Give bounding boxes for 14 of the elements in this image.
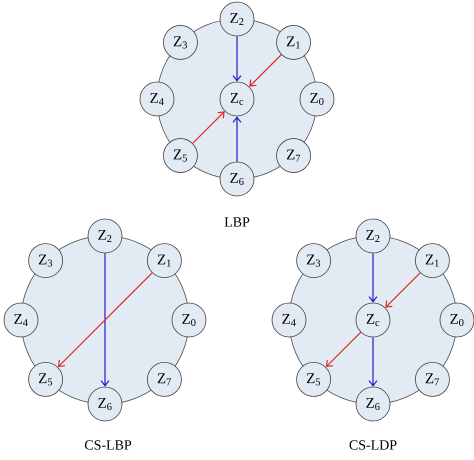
arrow bbox=[192, 111, 225, 144]
caption: CS-LDP bbox=[350, 440, 396, 450]
arrow bbox=[326, 332, 362, 368]
caption: CS-LBP bbox=[84, 440, 132, 450]
arrow bbox=[232, 116, 242, 162]
arrow bbox=[368, 253, 378, 303]
arrow bbox=[368, 337, 378, 387]
arrow bbox=[385, 272, 421, 308]
caption: LBP bbox=[224, 217, 250, 227]
arrow bbox=[58, 272, 153, 368]
arrow bbox=[249, 54, 282, 87]
arrow bbox=[232, 36, 242, 82]
arrow bbox=[100, 253, 110, 387]
node-label: Z$_{0}$ bbox=[450, 314, 464, 326]
